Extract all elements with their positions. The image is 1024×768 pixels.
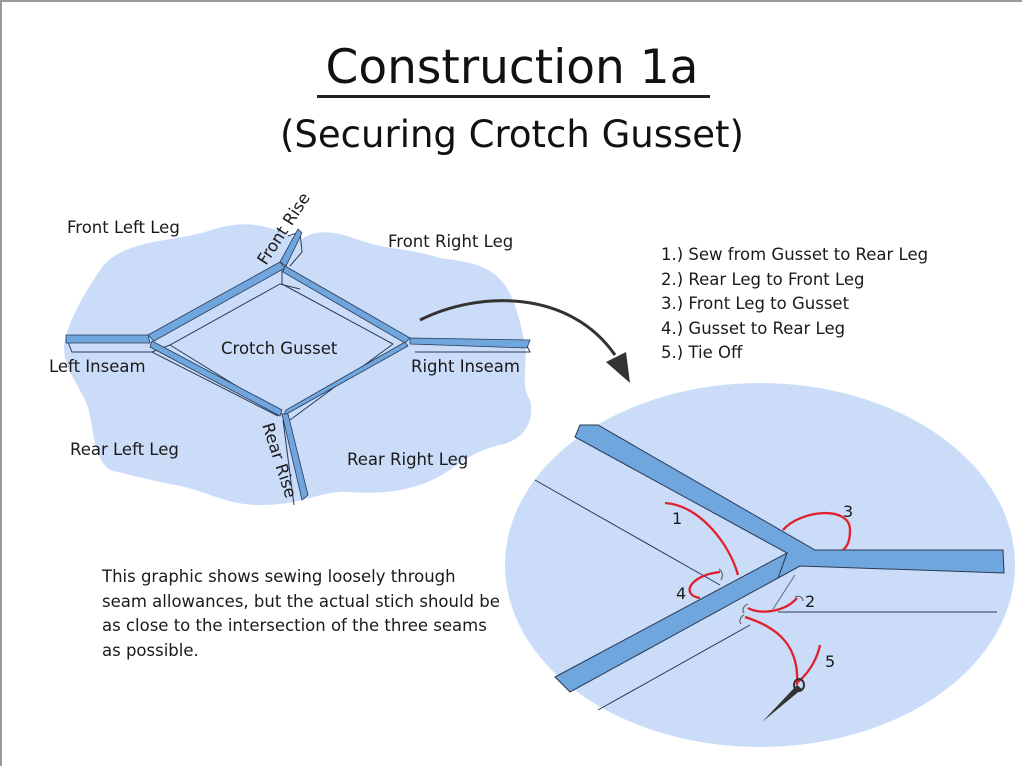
- label-left-inseam: Left Inseam: [49, 357, 146, 376]
- label-rear-left-leg: Rear Left Leg: [70, 440, 179, 459]
- rear-rise-seam: [281, 413, 309, 501]
- page-subtitle: (Securing Crotch Gusset): [280, 113, 744, 156]
- label-front-left-leg: Front Left Leg: [67, 218, 180, 237]
- front-rise-seam: [279, 228, 303, 267]
- right-inseam-seam: [409, 337, 531, 349]
- stitch-number-4: 4: [676, 584, 686, 603]
- note-text: This graphic shows sewing loosely throug…: [102, 567, 500, 660]
- label-rear-right-leg: Rear Right Leg: [347, 450, 468, 469]
- label-right-inseam: Right Inseam: [411, 357, 520, 376]
- page-title: Construction 1a: [325, 40, 699, 95]
- steps-list: 1.) Sew from Gusset to Rear Leg 2.) Rear…: [661, 243, 928, 366]
- curved-arrow-icon: [419, 299, 630, 383]
- stitch-number-3: 3: [843, 502, 853, 521]
- step-item: 1.) Sew from Gusset to Rear Leg: [661, 245, 929, 264]
- overview-diagram: Front Left Leg Front Right Leg Crotch Gu…: [49, 189, 532, 506]
- detail-view: 1 2 3 4 5: [505, 383, 1015, 747]
- stitch-number-1: 1: [672, 509, 682, 528]
- fabric-blob: [64, 224, 532, 505]
- needle-icon: [762, 678, 805, 722]
- step-item: 2.) Rear Leg to Front Leg: [661, 269, 865, 289]
- title-underline: [317, 95, 710, 98]
- step-item: 5.) Tie Off: [661, 343, 743, 363]
- stitch-number-2: 2: [805, 592, 815, 611]
- step-item: 3.) Front Leg to Gusset: [661, 294, 850, 314]
- detail-upper-seam: [574, 424, 1005, 580]
- left-inseam-seam: [65, 334, 151, 344]
- detail-lower-seam: [554, 551, 788, 693]
- label-front-right-leg: Front Right Leg: [388, 232, 513, 251]
- rear-left-seam: [149, 340, 283, 417]
- stitch-number-5: 5: [825, 652, 835, 671]
- step-item: 4.) Gusset to Rear Leg: [661, 318, 846, 338]
- label-crotch-gusset: Crotch Gusset: [221, 339, 338, 358]
